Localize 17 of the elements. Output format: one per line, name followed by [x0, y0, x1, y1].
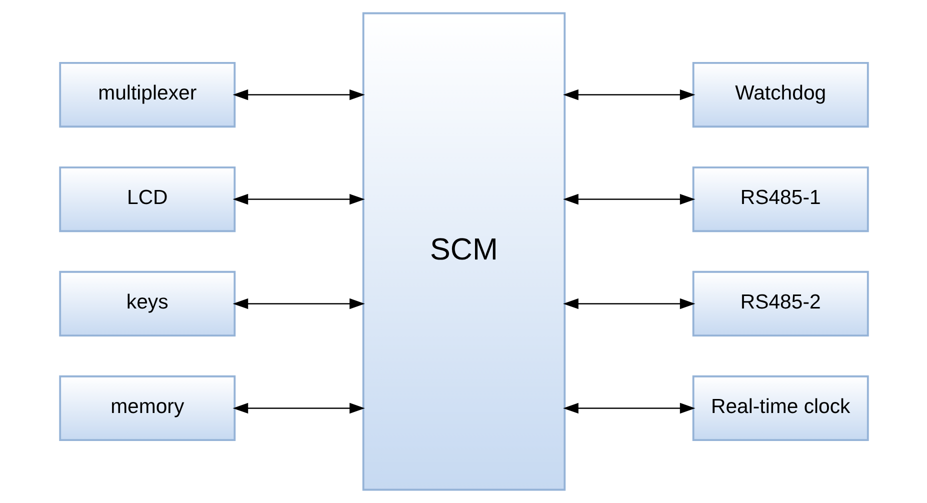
- node-box: SCM: [362, 12, 566, 491]
- node-box: Real-time clock: [692, 375, 868, 442]
- node-box: memory: [58, 375, 236, 442]
- arrow: [562, 89, 695, 100]
- arrow: [232, 89, 364, 100]
- node-box: Watchdog: [692, 62, 868, 128]
- arrow: [562, 194, 695, 205]
- arrow: [232, 298, 364, 310]
- arrow: [232, 194, 364, 205]
- node-box: RS485-2: [692, 270, 868, 337]
- node-box: multiplexer: [58, 62, 236, 128]
- arrow: [562, 298, 695, 310]
- node-box: RS485-1: [692, 166, 868, 232]
- node-box: LCD: [58, 166, 236, 232]
- node-box: keys: [58, 270, 236, 337]
- arrow: [232, 402, 364, 414]
- arrow: [562, 402, 695, 414]
